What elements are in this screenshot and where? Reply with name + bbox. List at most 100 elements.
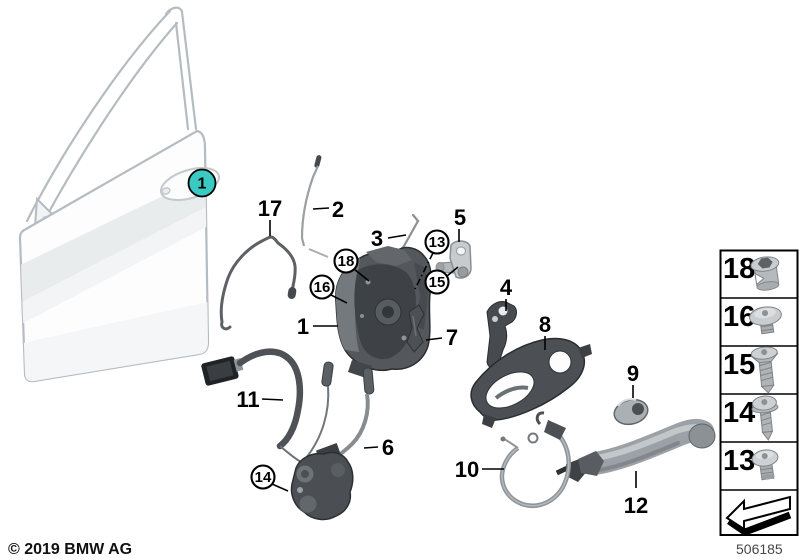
legend-part-number[interactable]: 14 [723,397,755,429]
actuator-knob-right [331,463,345,477]
callout-14[interactable]: 14 [250,464,289,492]
arrow-depth-band [727,511,792,536]
callout-label[interactable]: 9 [627,361,639,386]
callout-13[interactable]: 13 [414,229,450,290]
screw-tip [761,430,774,441]
handle-carrier-8-art [470,337,592,428]
callout-1[interactable]: 1 [297,314,338,339]
handle-pivot [578,451,604,476]
carrier-tab-top [578,344,592,358]
thread-line [761,417,772,421]
rivet-nut-icon [750,256,780,291]
legend-row-16[interactable]: 16 [723,301,784,335]
callout-18[interactable]: 18 [333,248,370,282]
callout-7[interactable]: 7 [425,325,458,350]
rod-17-foot [220,320,232,331]
callout-label[interactable]: 1 [297,314,309,339]
callout-6[interactable]: 6 [363,435,394,460]
door-handle-hotspot-marker[interactable]: 1 [187,168,217,198]
cap-highlight [617,398,637,407]
leader-line [261,398,284,401]
callout-label[interactable]: 17 [258,196,282,221]
callout-label[interactable]: 2 [332,197,344,222]
highlight-circle[interactable] [187,168,217,198]
handle-cap-9-art [613,398,649,426]
striker-bolt [457,266,469,278]
rivet-nut-hex-hole [757,257,773,269]
callout-label[interactable]: 12 [624,493,648,518]
thread-line [760,412,771,417]
callout-8[interactable]: 8 [539,312,551,350]
callout-16[interactable]: 16 [309,274,348,304]
rod-17-wire [219,235,297,324]
callout-2[interactable]: 2 [312,197,344,222]
callout-label[interactable]: 15 [429,274,446,291]
rod-2-wire-lower [308,248,329,258]
callout-label[interactable]: 3 [371,226,383,251]
legend-border [719,249,799,536]
callout-label[interactable]: 13 [429,234,446,251]
legend-part-number[interactable]: 18 [723,253,755,285]
legend-part-number[interactable]: 15 [723,349,755,381]
handle-pin [555,465,569,476]
door-shading [20,174,208,382]
callout-circle[interactable] [333,248,359,274]
callout-label[interactable]: 18 [338,253,355,270]
thread-line [760,371,773,377]
rod-2-tip [314,155,322,168]
callout-5[interactable]: 5 [454,205,466,242]
callout-label[interactable]: 8 [539,312,551,337]
screw-bottom [760,474,775,480]
callout-3[interactable]: 3 [371,226,407,251]
legend-row-15[interactable]: 15 [723,346,781,394]
callout-circle[interactable] [309,274,335,300]
callout-circle[interactable] [250,464,276,490]
callout-12[interactable]: 12 [624,471,648,518]
cable-10-hook [535,411,545,426]
actuator-knob-bottom [298,494,318,514]
callout-label[interactable]: 14 [255,469,272,486]
callout-circle[interactable] [424,229,450,255]
callout-label[interactable]: 5 [454,205,466,230]
callout-4[interactable]: 4 [500,275,513,311]
callout-label[interactable]: 7 [446,325,458,350]
thread-line [760,467,773,471]
leader-line [271,483,289,492]
legend-part-number[interactable]: 13 [723,445,755,477]
carrier-tab-bottom [482,414,496,428]
lock-drum-center [382,306,394,318]
callout-10[interactable]: 10 [455,457,504,482]
callout-17[interactable]: 17 [258,196,282,236]
callout-label[interactable]: 4 [500,275,513,300]
callout-11[interactable]: 11 [236,387,284,412]
lock-rod-17-art [219,235,297,331]
screw-recess [761,453,768,460]
legend-row-13[interactable]: 13 [723,445,781,481]
dome-head-screw-icon [749,306,782,335]
door-handle-12-art [555,418,716,482]
cable-11-wire-tail [305,385,330,459]
legend-row-14[interactable]: 14 [723,395,781,441]
button-head-screw-icon [751,449,779,481]
carrier-lever [494,385,529,400]
legend-row-18[interactable]: 18 [723,253,782,292]
callout-label[interactable]: 16 [314,279,331,296]
handle-recess-hole [161,187,171,195]
actuator-knob-center [301,470,309,478]
callout-label[interactable]: 10 [455,457,479,482]
cable-11-sheath [236,348,304,450]
callout-15[interactable]: 15 [424,266,459,295]
callout-label[interactable]: 6 [382,435,394,460]
carrier-lock-hole [548,350,572,374]
door-marker-label[interactable]: 1 [198,176,207,193]
fastener-legend: 18 16 15 [719,249,799,536]
callout-label[interactable]: 11 [236,387,259,412]
callout-9[interactable]: 9 [627,361,639,398]
handle-shadow [597,441,680,472]
thread-line [761,421,772,426]
leader-line [425,337,443,341]
callout-circle[interactable] [424,269,450,295]
diagram-number: 506185 [736,541,783,557]
screw-tip [760,384,775,394]
cable-10-ring [527,432,539,444]
